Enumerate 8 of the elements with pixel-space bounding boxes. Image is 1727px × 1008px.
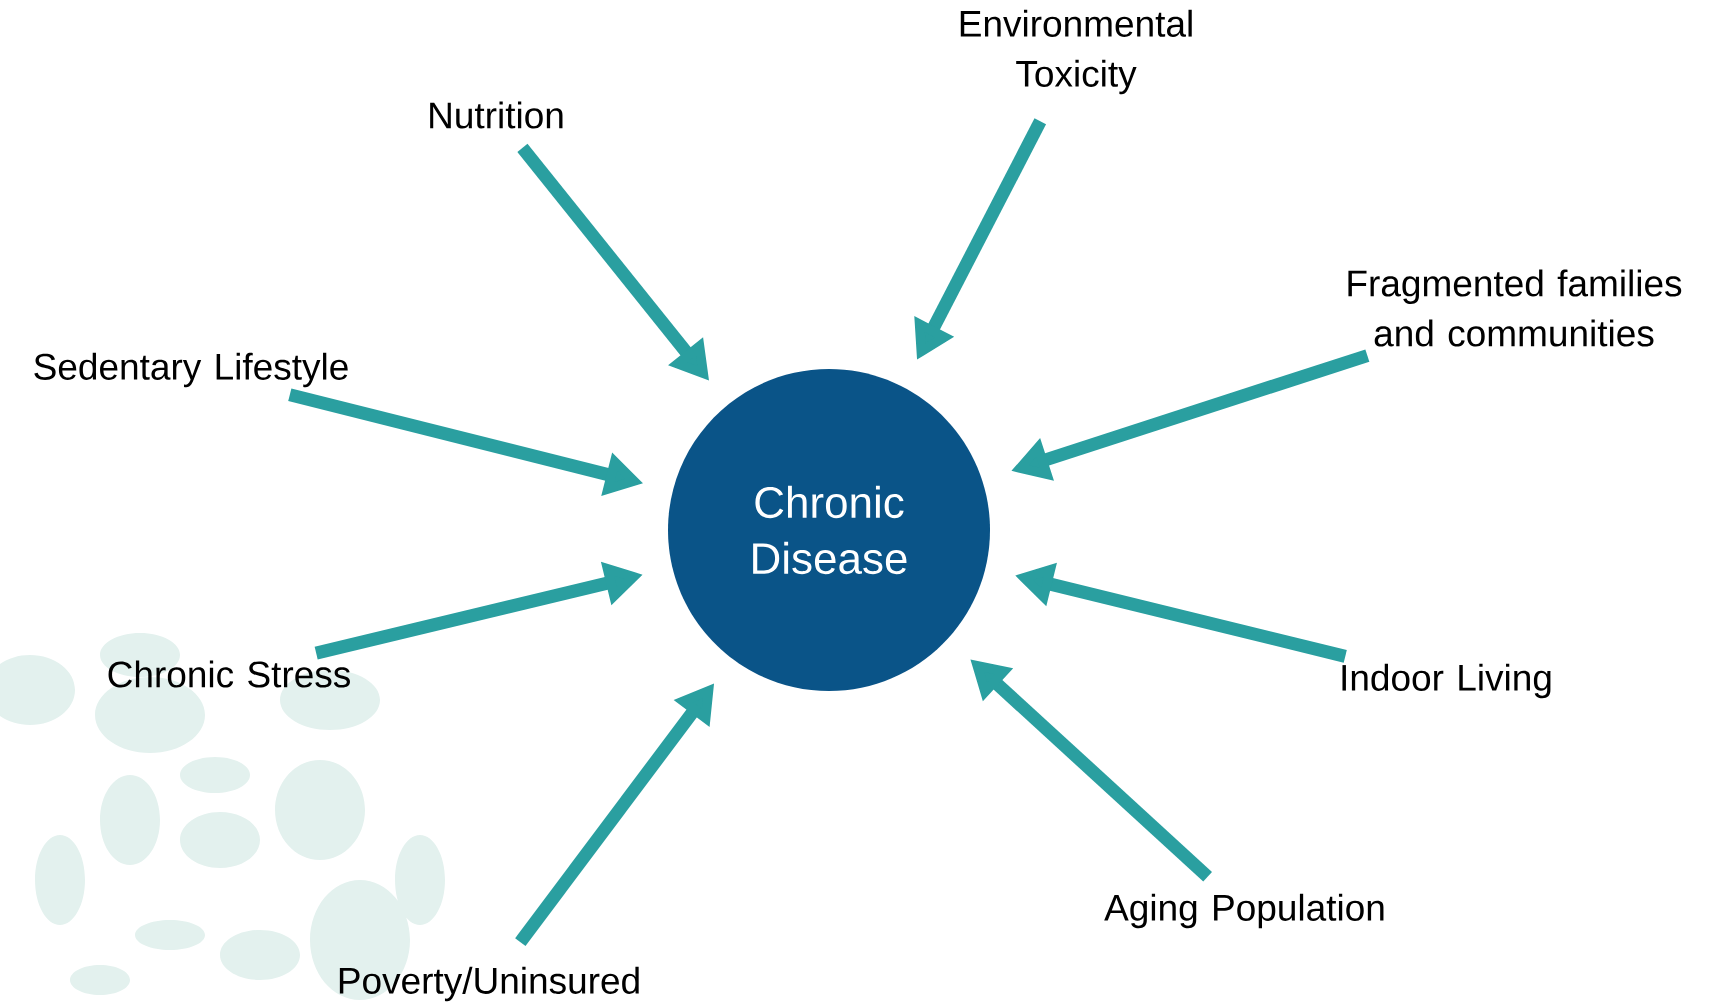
factor-label: Aging Population xyxy=(1104,893,1384,929)
factor-label: Sedentary Lifestyle xyxy=(34,352,348,388)
factor-label: Poverty/Uninsured xyxy=(339,966,639,1002)
factor-label: Chronic Stress xyxy=(108,660,350,688)
factor-label: Indoor Living xyxy=(1342,663,1551,699)
factor-label: Fragmented families and communities xyxy=(1348,269,1682,347)
factor-label: Environmental Toxicity xyxy=(960,9,1192,95)
factor-label: Nutrition xyxy=(430,101,563,129)
